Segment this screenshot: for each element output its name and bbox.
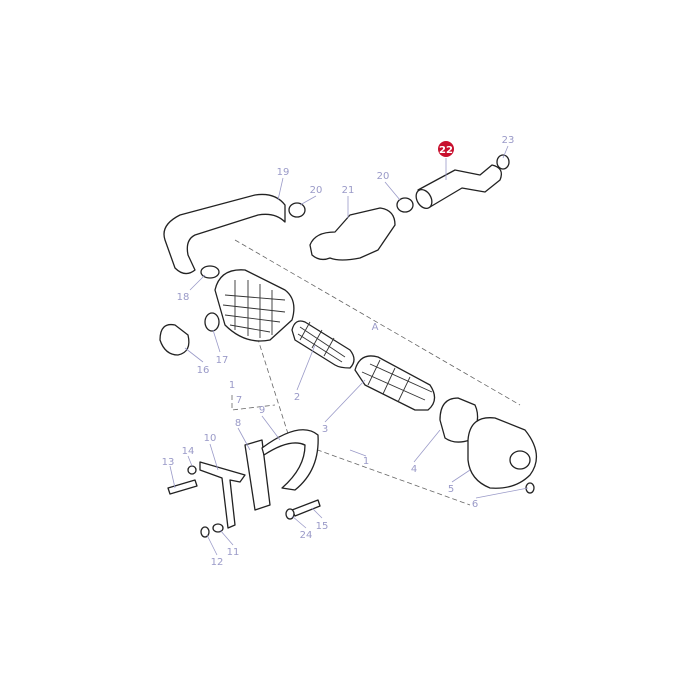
label-11[interactable]: 11 <box>227 547 240 558</box>
inner-filter-mesh <box>297 321 346 363</box>
label-6[interactable]: 6 <box>472 499 478 510</box>
label-20b[interactable]: 20 <box>377 171 390 182</box>
clamp-18 <box>200 265 220 279</box>
label-3[interactable]: 3 <box>322 424 328 435</box>
washer-12 <box>200 526 210 538</box>
dimension-line-a <box>234 239 521 406</box>
assembly-line-1 <box>254 329 471 506</box>
leader-lines <box>169 145 529 556</box>
clamp-20-right <box>396 197 414 213</box>
nut-11 <box>212 523 224 533</box>
label-4[interactable]: 4 <box>411 464 417 475</box>
label-24[interactable]: 24 <box>300 530 313 541</box>
clamp-23 <box>496 154 510 170</box>
label-1[interactable]: 1 <box>229 380 235 391</box>
bolt-13 <box>167 479 198 495</box>
label-22[interactable]: 22 <box>439 145 453 156</box>
highlight-badge-22[interactable] <box>438 141 454 157</box>
hose-22 <box>417 164 503 208</box>
strap-band-9 <box>261 429 319 491</box>
hose-22-end <box>415 189 433 209</box>
label-5[interactable]: 5 <box>448 484 454 495</box>
bracket-10 <box>199 461 246 529</box>
label-15[interactable]: 15 <box>316 521 329 532</box>
label-1b[interactable]: 1 <box>363 456 369 467</box>
label-17[interactable]: 17 <box>216 355 229 366</box>
label-21[interactable]: 21 <box>342 185 355 196</box>
inner-filter-2 <box>291 320 355 369</box>
label-14[interactable]: 14 <box>182 446 195 457</box>
label-8[interactable]: 8 <box>235 418 241 429</box>
assembly-line-7 <box>231 395 276 411</box>
label-19[interactable]: 19 <box>277 167 290 178</box>
elbow-21 <box>309 207 396 261</box>
clamp-20-left <box>288 202 306 218</box>
label-2[interactable]: 2 <box>294 392 300 403</box>
washer-24 <box>285 508 295 520</box>
label-10[interactable]: 10 <box>204 433 217 444</box>
washer-14 <box>187 465 197 475</box>
label-20[interactable]: 20 <box>310 185 323 196</box>
housing-grid <box>222 280 286 338</box>
label-18[interactable]: 18 <box>177 292 190 303</box>
label-7[interactable]: 7 <box>236 395 242 406</box>
label-12[interactable]: 12 <box>211 557 224 568</box>
hose-19 <box>163 193 286 275</box>
bracket-8 <box>244 439 271 511</box>
label-16[interactable]: 16 <box>197 365 210 376</box>
bolt-15 <box>291 499 321 517</box>
cover-outlet <box>509 450 531 470</box>
seal-ring-17 <box>204 312 220 332</box>
label-13[interactable]: 13 <box>162 457 175 468</box>
end-cover-5 <box>467 417 537 489</box>
label-23[interactable]: 23 <box>502 135 515 146</box>
outer-filter-mesh <box>361 359 433 403</box>
label-9[interactable]: 9 <box>259 405 265 416</box>
label-a[interactable]: A <box>372 322 379 333</box>
cap-16 <box>159 323 190 356</box>
outer-filter-3 <box>354 355 436 411</box>
